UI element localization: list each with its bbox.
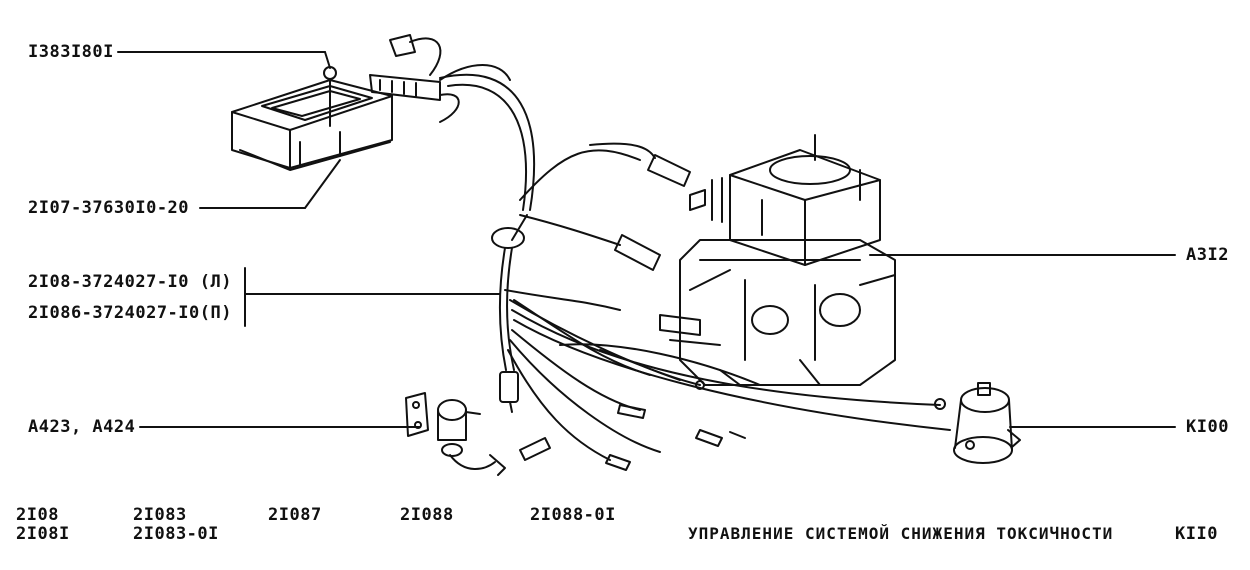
ecu-connector — [369, 34, 511, 123]
section-title: УПРАВЛЕНИЕ СИСТЕМОЙ СНИЖЕНИЯ ТОКСИЧНОСТИ — [688, 524, 1114, 543]
carburetor — [659, 134, 896, 386]
callout-sensor: A423, A424 — [28, 417, 136, 437]
leader-lines — [117, 51, 1176, 428]
ecu-module — [231, 66, 393, 171]
callout-valve: KI00 — [1186, 417, 1229, 437]
sensor — [405, 392, 481, 457]
callout-carburetor: A3I2 — [1186, 245, 1229, 265]
callout-ecu: 2I07-37630I0-20 — [28, 198, 190, 218]
model-col1-row2: 2I08I — [16, 524, 70, 544]
model-col2-row2: 2I083-0I — [133, 524, 219, 544]
callout-harness-right: 2I086-3724027-I0(П) — [28, 303, 232, 323]
solenoid-valve — [953, 382, 1021, 464]
model-col2-row1: 2I083 — [133, 505, 187, 525]
callout-ecu-nut: I383I80I — [28, 42, 114, 62]
branch-wires — [449, 142, 951, 476]
model-col4-row1: 2I088 — [400, 505, 454, 525]
section-code: KII0 — [1175, 524, 1218, 544]
model-col1-row1: 2I08 — [16, 505, 59, 525]
harness-trunk — [439, 73, 536, 413]
model-col3-row1: 2I087 — [268, 505, 322, 525]
model-col5-row1: 2I088-0I — [530, 505, 616, 525]
callout-harness-left: 2I08-3724027-I0 (Л) — [28, 272, 232, 292]
